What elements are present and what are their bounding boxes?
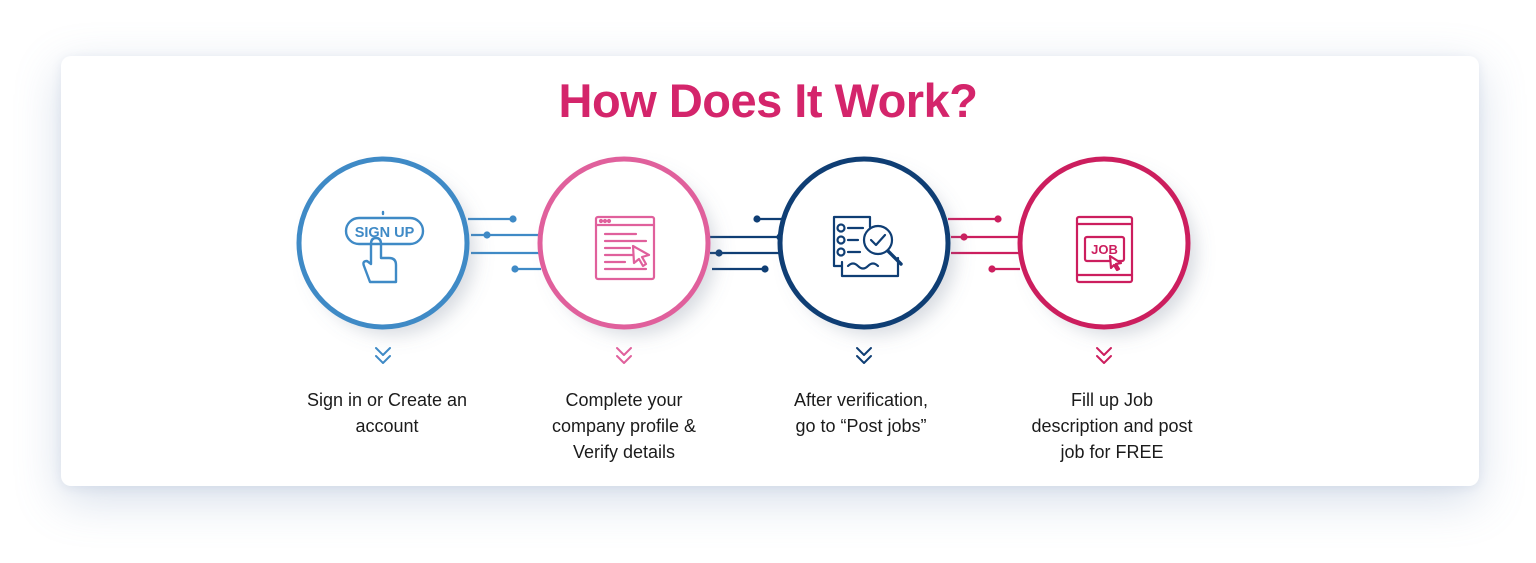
step-2-line-3: Verify details — [572, 442, 676, 462]
step-4-chevron-down-icon — [1096, 347, 1112, 364]
step-3-label: After verification, go to “Post jobs” — [746, 387, 976, 439]
step-4-label: Fill up Job description and post job for… — [997, 387, 1227, 465]
step-1-chevron-down-icon — [375, 347, 391, 364]
step-4-line-2: description and post — [1031, 416, 1193, 436]
sign-up-badge-text: SIGN UP — [355, 225, 415, 241]
step-1-line-1: Sign in or Create an — [306, 390, 468, 410]
connector-3-4 — [948, 215, 1020, 273]
step-3-line-2: go to “Post jobs” — [795, 416, 927, 436]
step-4-line-3: job for FREE — [1060, 442, 1164, 462]
job-badge-text: JOB — [1091, 242, 1118, 257]
step-2-label: Complete your company profile & Verify d… — [509, 387, 739, 465]
profile-form-icon — [594, 215, 656, 281]
step-2-line-1: Complete your — [565, 390, 683, 410]
step-1-label: Sign in or Create an account — [272, 387, 502, 439]
page-title: How Does It Work? — [558, 74, 978, 127]
step-4-disc — [1017, 156, 1191, 330]
step-3-line-1: After verification, — [793, 390, 929, 410]
step-3-chevron-down-icon — [856, 347, 872, 364]
job-post-icon: JOB — [1075, 215, 1134, 284]
sign-up-icon: SIGN UP — [344, 210, 425, 284]
connector-1-2 — [468, 215, 541, 273]
step-2-disc — [537, 156, 711, 330]
connector-2-3 — [710, 215, 784, 273]
card — [61, 56, 1479, 486]
checklist-search-icon — [832, 215, 903, 278]
step-4-line-1: Fill up Job — [1070, 390, 1154, 410]
step-2-chevron-down-icon — [616, 347, 632, 364]
step-2-line-2: company profile & — [551, 416, 697, 436]
step-1-line-2: account — [355, 416, 419, 436]
